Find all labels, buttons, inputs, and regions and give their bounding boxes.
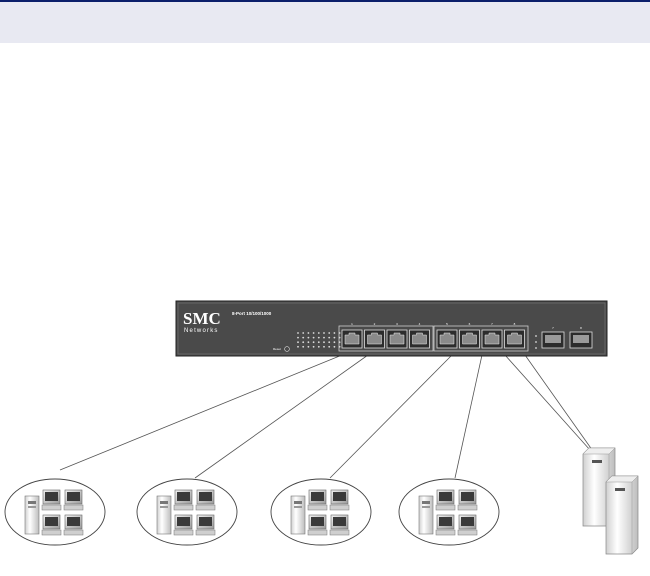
sfp-led (535, 341, 537, 343)
status-led (328, 346, 330, 348)
reset-label: Reset (273, 347, 281, 351)
port-group-1-4 (339, 0, 433, 351)
workgroups (5, 479, 499, 545)
port-group-5-8 (434, 0, 528, 351)
status-led (302, 346, 304, 348)
switch-brand-sub: Networks (184, 328, 219, 334)
status-led (313, 341, 315, 343)
links (60, 355, 612, 478)
desktop-pc-icon (42, 515, 61, 535)
switch-brand: SMC (183, 309, 221, 328)
status-led (308, 337, 310, 339)
status-led (313, 346, 315, 348)
ethernet-port[interactable] (365, 0, 385, 348)
ethernet-port[interactable] (437, 0, 457, 348)
status-led (302, 341, 304, 343)
workgroup-4 (399, 479, 499, 545)
tower-pc-icon (291, 496, 305, 534)
desktop-pc-icon (42, 490, 61, 510)
link-workgroup-3 (330, 355, 452, 478)
desktop-pc-icon (196, 515, 215, 535)
status-led (328, 332, 330, 334)
status-led (334, 332, 336, 334)
status-led (323, 346, 325, 348)
status-led (328, 337, 330, 339)
server-2-icon (606, 476, 638, 554)
desktop-pc-icon (174, 490, 193, 510)
desktop-pc-icon (196, 490, 215, 510)
status-led (323, 337, 325, 339)
ethernet-port[interactable] (342, 0, 362, 348)
link-workgroup-1 (60, 355, 342, 470)
ethernet-port[interactable] (387, 0, 407, 348)
ethernet-port[interactable] (460, 0, 480, 348)
status-led (323, 341, 325, 343)
status-led (297, 346, 299, 348)
desktop-pc-icon (330, 490, 349, 510)
link-workgroup-4 (455, 355, 482, 478)
ethernet-port[interactable] (410, 0, 430, 348)
status-led (313, 332, 315, 334)
status-led (318, 337, 320, 339)
status-led (318, 332, 320, 334)
link-server-1 (505, 355, 590, 450)
status-led (302, 337, 304, 339)
status-led (334, 337, 336, 339)
desktop-pc-icon (330, 515, 349, 535)
status-led (318, 341, 320, 343)
workgroup-1 (5, 479, 105, 545)
desktop-pc-icon (308, 490, 327, 510)
desktop-pc-icon (458, 490, 477, 510)
status-led (302, 332, 304, 334)
desktop-pc-icon (64, 515, 83, 535)
link-workgroup-2 (195, 355, 368, 478)
desktop-pc-icon (174, 515, 193, 535)
status-led (297, 341, 299, 343)
status-led (323, 332, 325, 334)
status-led (318, 346, 320, 348)
status-led (334, 341, 336, 343)
tower-pc-icon (157, 496, 171, 534)
sfp-led (535, 347, 537, 349)
tower-pc-icon (25, 496, 39, 534)
desktop-pc-icon (458, 515, 477, 535)
status-led (334, 346, 336, 348)
workgroup-3 (271, 479, 371, 545)
status-led (313, 337, 315, 339)
desktop-pc-icon (436, 515, 455, 535)
switch-model: 8-Port 10/100/1000 (232, 311, 272, 316)
status-led (308, 341, 310, 343)
status-led (308, 346, 310, 348)
status-led (308, 332, 310, 334)
workgroup-2 (137, 479, 237, 545)
status-led (328, 341, 330, 343)
servers (583, 448, 638, 554)
ethernet-port[interactable] (505, 0, 525, 348)
desktop-pc-icon (308, 515, 327, 535)
desktop-pc-icon (64, 490, 83, 510)
tower-pc-icon (419, 496, 433, 534)
status-led (297, 337, 299, 339)
ethernet-port[interactable] (482, 0, 502, 348)
status-led (297, 332, 299, 334)
sfp-led (535, 335, 537, 337)
desktop-pc-icon (436, 490, 455, 510)
